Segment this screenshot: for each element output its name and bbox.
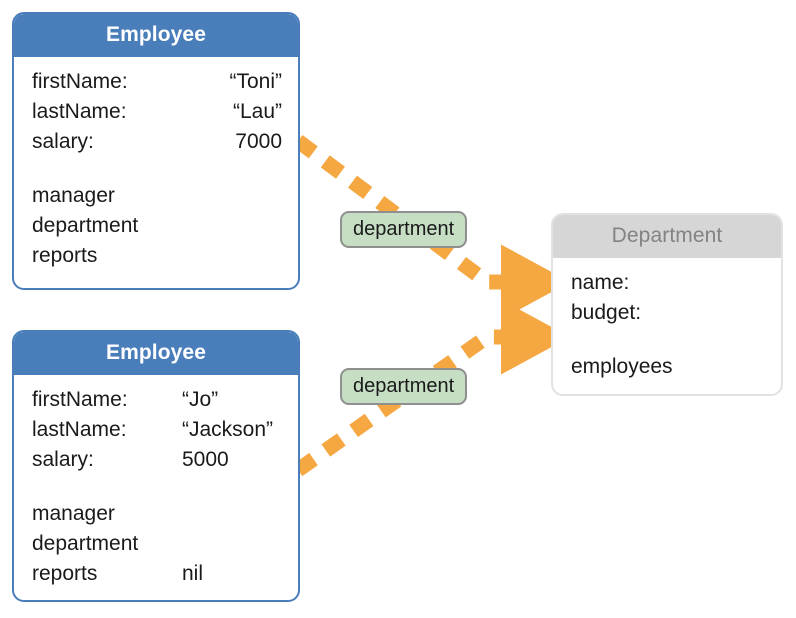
relation-name: department bbox=[32, 214, 139, 237]
relation-row: employees bbox=[553, 352, 781, 382]
relation-name: reports bbox=[32, 244, 98, 267]
object-class-title: Employee bbox=[14, 332, 298, 375]
relation-value: nil bbox=[182, 562, 204, 585]
object-class-title: Department bbox=[553, 215, 781, 258]
object-class-title: Employee bbox=[14, 14, 298, 57]
edge-label-department-toni[interactable]: department bbox=[340, 211, 468, 248]
object-slots: firstName: “Jo” lastName: “Jackson” sala… bbox=[14, 375, 298, 589]
relation-name: manager bbox=[32, 502, 115, 525]
object-card-employee-toni[interactable]: Employee firstName: “Toni” lastName: “La… bbox=[12, 12, 300, 290]
object-card-department[interactable]: Department name: budget: employees bbox=[551, 213, 783, 396]
slot-name: firstName: bbox=[32, 388, 128, 411]
relation-row: manager bbox=[14, 499, 298, 529]
slot-name: name: bbox=[571, 271, 630, 294]
object-card-employee-jo[interactable]: Employee firstName: “Jo” lastName: “Jack… bbox=[12, 330, 300, 602]
slot-name: lastName: bbox=[32, 418, 127, 441]
object-slots: firstName: “Toni” lastName: “Lau” salary… bbox=[14, 57, 298, 271]
slot-row: firstName: “Jo” bbox=[14, 385, 298, 415]
slot-row: firstName: “Toni” bbox=[14, 67, 298, 97]
slot-value: 5000 bbox=[182, 448, 229, 471]
slot-name: budget: bbox=[571, 301, 642, 324]
relation-name: reports bbox=[32, 562, 98, 585]
slot-row: salary: 5000 bbox=[14, 445, 298, 475]
object-slots: name: budget: employees bbox=[553, 258, 781, 382]
relation-name: employees bbox=[571, 355, 673, 378]
relation-row: department bbox=[14, 211, 298, 241]
slot-value: “Toni” bbox=[229, 70, 282, 93]
slot-name: salary: bbox=[32, 130, 94, 153]
relation-row: manager bbox=[14, 181, 298, 211]
slot-separator bbox=[14, 475, 298, 499]
slot-name: firstName: bbox=[32, 70, 128, 93]
slot-name: lastName: bbox=[32, 100, 127, 123]
slot-separator bbox=[553, 328, 781, 352]
slot-row: salary: 7000 bbox=[14, 127, 298, 157]
slot-row: name: bbox=[553, 268, 781, 298]
slot-value: “Lau” bbox=[232, 100, 282, 123]
slot-row: lastName: “Lau” bbox=[14, 97, 298, 127]
relation-name: manager bbox=[32, 184, 115, 207]
slot-row: lastName: “Jackson” bbox=[14, 415, 298, 445]
relation-row: reports bbox=[14, 241, 298, 271]
relation-name: department bbox=[32, 532, 139, 555]
relation-row: department bbox=[14, 529, 298, 559]
slot-row: budget: bbox=[553, 298, 781, 328]
edge-label-department-jo[interactable]: department bbox=[340, 368, 468, 405]
slot-name: salary: bbox=[32, 448, 94, 471]
slot-value: 7000 bbox=[235, 130, 282, 153]
slot-value: “Jo” bbox=[182, 388, 219, 411]
relation-row: reports nil bbox=[14, 559, 298, 589]
slot-separator bbox=[14, 157, 298, 181]
slot-value: “Jackson” bbox=[182, 418, 274, 441]
